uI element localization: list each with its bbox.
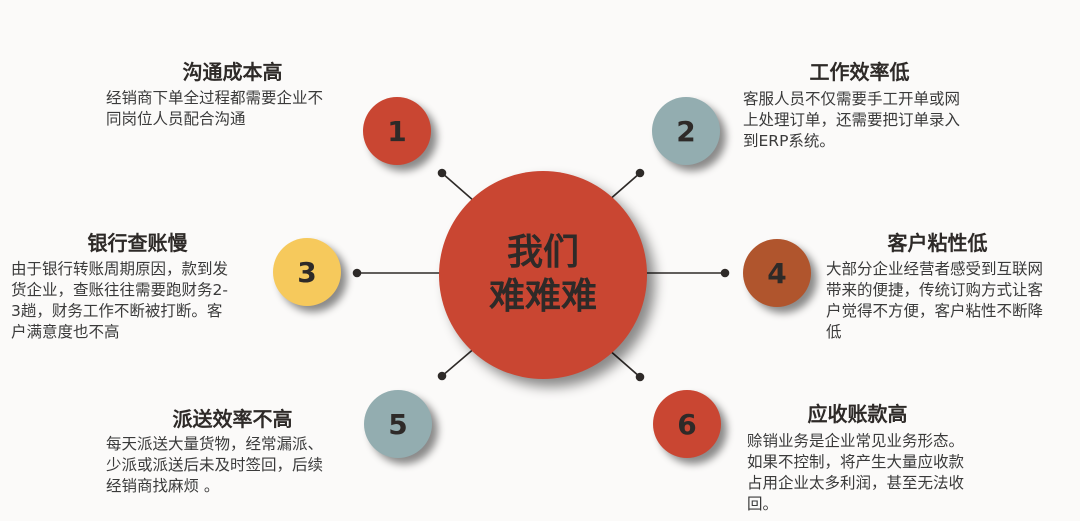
item-title-5: 派送效率不高	[172, 407, 293, 431]
item-title-2: 工作效率低	[809, 60, 910, 84]
number-badge-5: 5	[364, 390, 432, 458]
center-title-line1: 我们	[506, 232, 579, 273]
center-circle: 我们 难难难	[439, 171, 647, 379]
connector-dot-4	[720, 268, 730, 278]
center-title-line2: 难难难	[488, 276, 597, 317]
item-desc-4: 大部分企业经营者感受到互联网 带来的便捷，传统订购方式让客 户觉得不方便，客户粘…	[826, 260, 1044, 341]
connector-dot-3	[352, 268, 362, 278]
item-title-4: 客户粘性低	[887, 231, 988, 255]
connector-dot-1	[437, 168, 447, 178]
number-badge-6: 6	[653, 390, 721, 458]
item-desc-3: 由于银行转账周期原因，款到发 货企业，查账往往需要跑财务2- 3趟，财务工作不断…	[11, 260, 229, 341]
item-desc-2: 客服人员不仅需要手工开单或网 上处理订单，还需要把订单录入 到ERP系统。	[743, 90, 961, 150]
item-desc-5: 每天派送大量货物，经常漏派、 少派或派送后未及时签回，后续 经销商找麻烦 。	[106, 435, 324, 495]
item-title-1: 沟通成本高	[182, 60, 283, 84]
item-title-3: 银行查账慢	[87, 231, 188, 255]
item-desc-1: 经销商下单全过程都需要企业不 同岗位人员配合沟通	[106, 89, 324, 128]
number-badge-1: 1	[363, 97, 431, 165]
connector-dot-6	[635, 372, 645, 382]
item-desc-6: 赊销业务是企业常见业务形态。 如果不控制，将产生大量应收款 占用企业太多利润，甚…	[747, 432, 965, 513]
connector-dot-5	[437, 371, 447, 381]
number-badge-2: 2	[652, 97, 720, 165]
connector-dot-2	[635, 168, 645, 178]
item-title-6: 应收账款高	[807, 402, 908, 426]
number-badge-4: 4	[743, 239, 811, 307]
number-badge-3: 3	[273, 238, 341, 306]
